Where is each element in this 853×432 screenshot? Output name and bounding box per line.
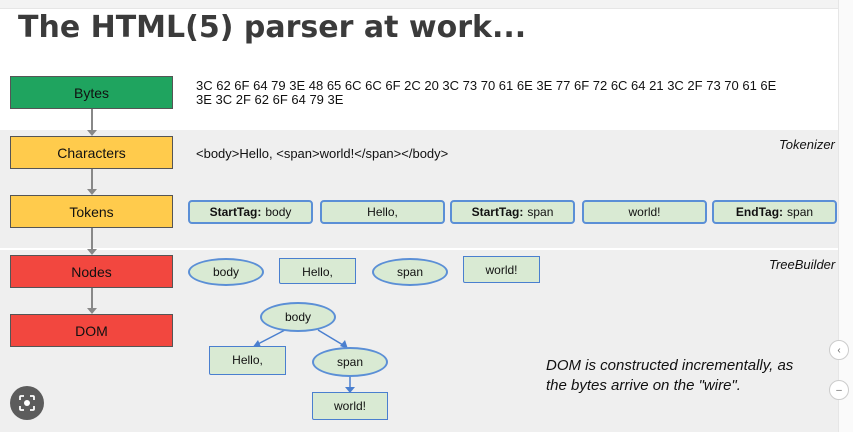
tokenizer-label: Tokenizer bbox=[779, 137, 835, 152]
bytes-line-1: 3C 62 6F 64 79 3E 48 65 6C 6C 6F 2C 20 3… bbox=[196, 78, 777, 93]
stage-tokens-label: Tokens bbox=[69, 203, 114, 220]
page-title: The HTML(5) parser at work... bbox=[18, 10, 527, 45]
token-value: span bbox=[527, 205, 554, 219]
token-value: body bbox=[265, 205, 292, 219]
stage-nodes-label: Nodes bbox=[71, 263, 112, 280]
token-value: world! bbox=[628, 205, 661, 219]
token-kind: StartTag: bbox=[209, 205, 262, 219]
connector-characters-tokens bbox=[91, 169, 93, 189]
arrow-down-icon bbox=[87, 308, 97, 314]
node-span: span bbox=[372, 258, 448, 286]
connector-nodes-dom bbox=[91, 288, 93, 308]
connector-tokens-nodes bbox=[91, 228, 93, 249]
stage-dom-label: DOM bbox=[75, 322, 108, 339]
stage-tokens: Tokens bbox=[10, 195, 173, 228]
right-edge bbox=[838, 0, 853, 432]
connector-bytes-characters bbox=[91, 109, 93, 130]
token-value: Hello, bbox=[367, 205, 398, 219]
lens-button[interactable] bbox=[10, 386, 44, 420]
arrow-down-icon bbox=[87, 130, 97, 136]
stage-nodes: Nodes bbox=[10, 255, 173, 288]
token-endtag-span: EndTag:span bbox=[712, 200, 837, 224]
node-hello-text: Hello, bbox=[279, 258, 356, 284]
stage-characters-label: Characters bbox=[57, 144, 126, 161]
stage-bytes-label: Bytes bbox=[73, 84, 109, 101]
chevron-down-icon[interactable]: – bbox=[829, 380, 849, 400]
dom-node-hello-text: Hello, bbox=[209, 346, 286, 375]
dom-node-world-text: world! bbox=[312, 392, 388, 420]
dom-node-span: span bbox=[312, 347, 388, 377]
bytes-line-2: 3E 3C 2F 62 6F 64 79 3E bbox=[196, 92, 344, 107]
chevron-up-icon[interactable]: ‹ bbox=[829, 340, 849, 360]
node-hello-label: Hello, bbox=[302, 265, 333, 279]
lens-icon bbox=[19, 395, 35, 411]
bytes-text: 3C 62 6F 64 79 3E 48 65 6C 6C 6F 2C 20 3… bbox=[196, 79, 796, 107]
arrow-down-icon bbox=[87, 249, 97, 255]
dom-node-body: body bbox=[260, 302, 336, 332]
dom-node-body-label: body bbox=[284, 310, 312, 324]
stage-bytes: Bytes bbox=[10, 76, 173, 109]
token-text-world: world! bbox=[582, 200, 707, 224]
token-kind: StartTag: bbox=[471, 205, 524, 219]
dom-note-line-2: the bytes arrive on the "wire". bbox=[546, 377, 741, 394]
top-strip bbox=[0, 0, 853, 9]
node-body: body bbox=[188, 258, 264, 286]
node-world-text: world! bbox=[463, 256, 540, 283]
token-starttag-body: StartTag:body bbox=[188, 200, 313, 224]
node-span-label: span bbox=[396, 265, 424, 279]
stage-dom: DOM bbox=[10, 314, 173, 347]
arrow-down-icon bbox=[87, 189, 97, 195]
node-world-label: world! bbox=[485, 263, 518, 277]
dom-node-span-label: span bbox=[336, 355, 364, 369]
token-value: span bbox=[787, 205, 814, 219]
node-body-label: body bbox=[212, 265, 240, 279]
dom-note-line-1: DOM is constructed incrementally, as bbox=[546, 357, 794, 374]
stage-characters: Characters bbox=[10, 136, 173, 169]
token-kind: EndTag: bbox=[735, 205, 784, 219]
dom-note: DOM is constructed incrementally, as the… bbox=[546, 356, 793, 396]
characters-text: <body>Hello, <span>world!</span></body> bbox=[196, 146, 449, 161]
token-starttag-span: StartTag:span bbox=[450, 200, 575, 224]
token-text-hello: Hello, bbox=[320, 200, 445, 224]
dom-node-world-label: world! bbox=[333, 399, 366, 413]
dom-node-hello-label: Hello, bbox=[232, 353, 263, 367]
treebuilder-label: TreeBuilder bbox=[769, 257, 836, 272]
